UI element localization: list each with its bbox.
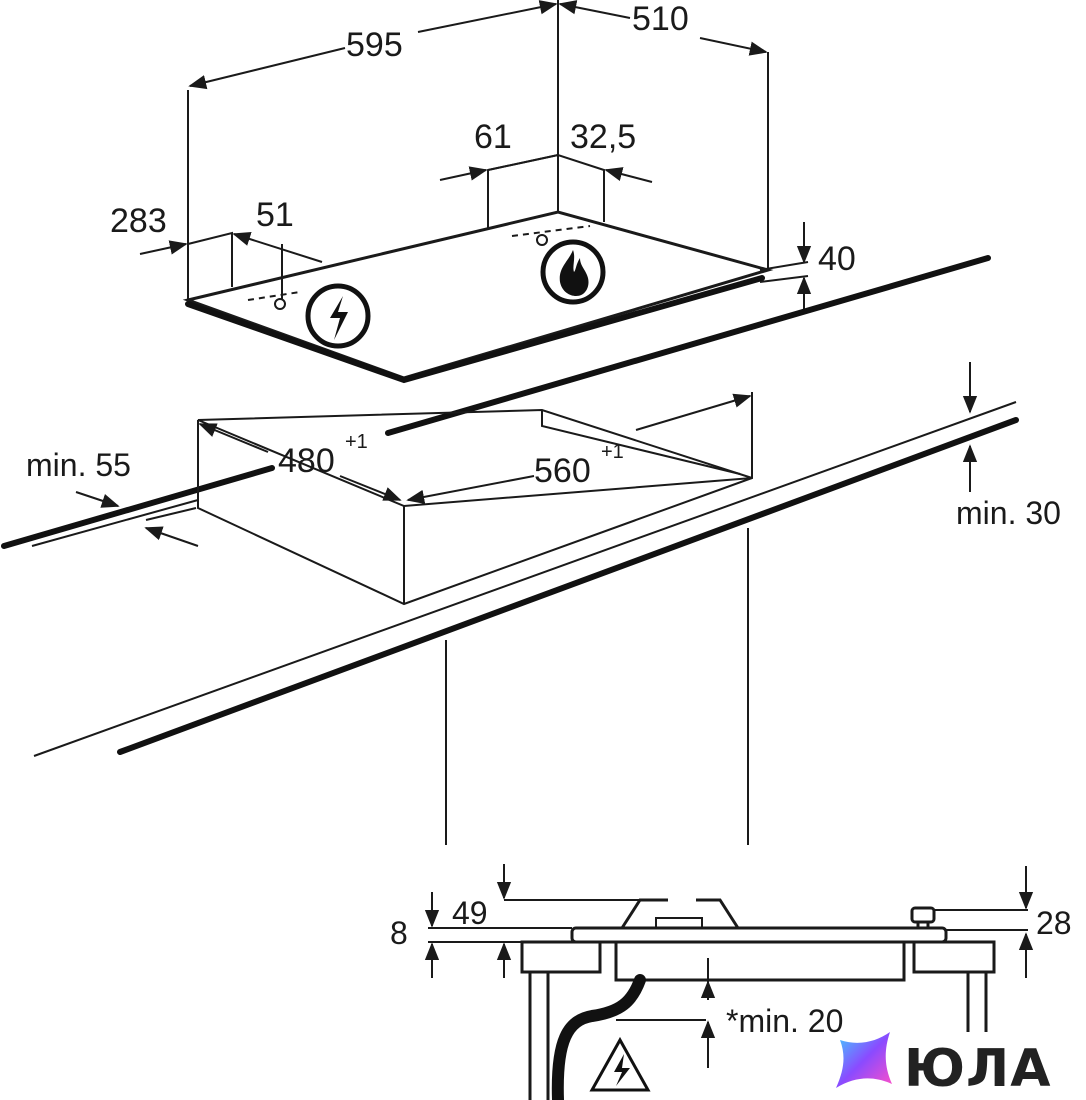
worktop-front-bottom-line [117,417,1019,755]
left-knob-dash [247,291,301,301]
label-32-5: 32,5 [570,118,636,156]
dim-283-arrow [139,240,188,255]
worktop-back-edge-left [1,465,275,549]
label-480: 480 [278,442,335,480]
worktop-back-edge-right [385,255,991,436]
cabinet-side-right [966,972,988,1032]
cutout-dummy [198,478,752,508]
right-knob-dash [511,225,591,237]
hob-plate [570,926,948,944]
dim-40-bot-ext [759,275,809,283]
dim-480-right-arrow [339,475,402,501]
label-595: 595 [346,26,403,64]
hob-left-box [187,231,233,287]
labels: 595 510 61 32,5 283 51 40 480 +1 560 +1 … [26,0,1072,1039]
electric-bolt-icon [305,283,371,349]
dim-min55-arrow-right [144,526,199,547]
logo-mark-icon [836,1032,892,1088]
control-knob-stem [916,922,930,928]
label-min-30: min. 30 [956,495,1061,531]
label-61: 61 [474,118,512,156]
dim-510-right-arrow [699,37,768,56]
top-dimensions [139,0,768,300]
dim-510-left-arrow [558,0,631,19]
worktop-block-left [520,940,602,974]
left-knob-hole [274,298,286,310]
warning-electric-icon [589,1036,651,1092]
cutout-outline [197,392,753,606]
burner-cap [655,917,703,929]
section-view [424,864,1034,1100]
dim-min55-arrow-left [75,491,120,508]
worktop-block-right [912,940,996,974]
dim-480-left-arrow [198,423,269,453]
label-min-55: min. 55 [26,447,131,483]
dim-61-arrow [439,166,488,181]
label-40: 40 [818,240,856,278]
hob-base-edge [185,275,765,384]
cutout-inner-back [541,410,741,475]
cabinet-side-left [528,972,550,1100]
label-480-tolerance: +1 [345,431,368,453]
dim-560-right-arrow [635,393,752,431]
dim-min55-ext [145,507,197,521]
label-28: 28 [1036,905,1072,941]
logo-text: ЮЛА [904,1039,1051,1099]
hob [182,0,812,384]
worktop-front-thin [31,499,199,547]
power-cable [551,974,646,1100]
yula-logo: ЮЛА [836,1032,1051,1099]
label-min-20: *min. 20 [726,1003,843,1039]
dim-595-right-arrow [417,0,558,33]
worktop-front-top-line [33,401,1017,757]
label-49: 49 [452,895,488,931]
label-560-tolerance: +1 [601,441,624,463]
dim-51-arrow [232,232,323,263]
label-283: 283 [110,202,167,240]
pan-support [620,898,740,929]
dim-61-line [487,154,559,171]
label-51: 51 [256,196,294,234]
worktop [1,255,1019,845]
hob-body [614,942,906,982]
dim-560-left-arrow [406,475,535,505]
dim-325-arrow [604,167,653,183]
label-8: 8 [390,915,408,951]
control-knob [910,906,936,924]
label-560: 560 [534,452,591,490]
label-510: 510 [632,0,689,38]
dim-595-left-arrow [188,47,346,90]
right-knob-hole [536,234,548,246]
gas-flame-icon [540,239,606,305]
